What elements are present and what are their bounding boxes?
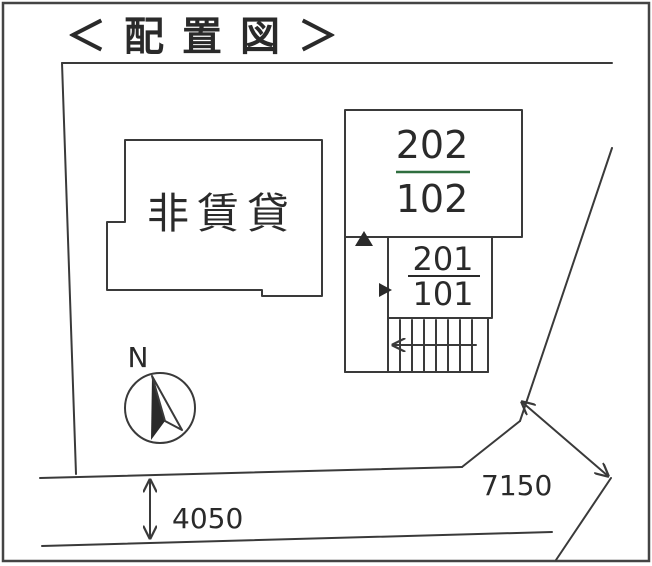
side-road-width-label: 7150	[481, 469, 552, 502]
unit-202-label: 202	[396, 123, 469, 167]
side-road-far-edge	[555, 477, 612, 561]
entrance-marker-up-icon	[355, 231, 373, 246]
entrance-marker-right-icon	[379, 283, 392, 297]
compass-needle-icon	[151, 376, 165, 440]
unit-101-label: 101	[412, 275, 473, 313]
compass-north-label: N	[128, 341, 149, 374]
lot-right-boundary	[519, 147, 613, 422]
side-road-dimension-arrow	[522, 402, 608, 476]
staircase-outline	[387, 317, 489, 373]
lot-left-boundary	[61, 62, 77, 475]
front-road-lower-edge	[41, 531, 553, 547]
front-road-upper-edge	[39, 466, 463, 479]
non-rental-building	[106, 139, 323, 297]
compass-needle-outline-icon	[151, 375, 183, 431]
lot-corner-cut	[461, 420, 521, 468]
compass-circle	[124, 372, 196, 444]
front-road-width-label: 4050	[172, 502, 243, 535]
unit-102-label: 102	[396, 177, 469, 221]
page-title: ＜配置図＞	[66, 14, 356, 60]
unit-201-label: 201	[412, 240, 473, 278]
non-rental-building-label: 非賃貸	[147, 189, 297, 238]
